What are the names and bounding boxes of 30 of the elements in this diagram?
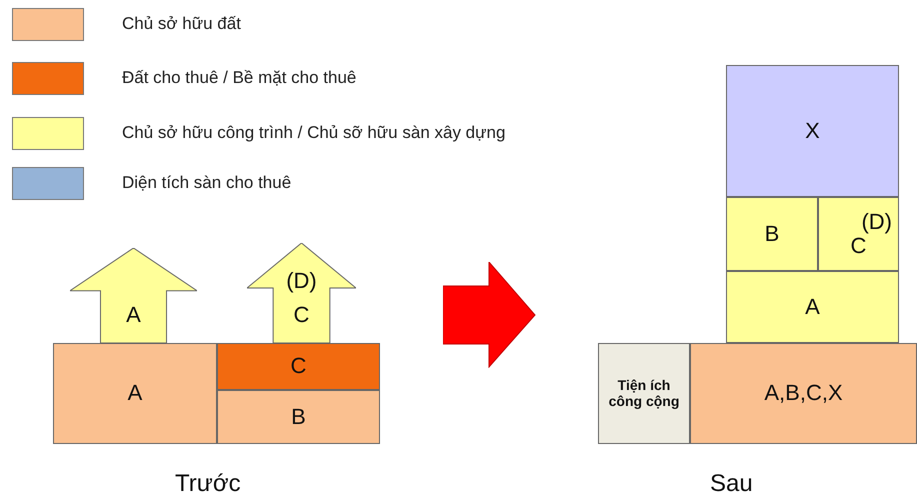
- block-label: (D): [286, 268, 317, 293]
- block-label: A,B,C,X: [764, 381, 843, 406]
- block: [818, 197, 899, 271]
- block: [726, 271, 899, 343]
- block: [217, 390, 380, 444]
- legend-label: Chủ sở hữu đất: [122, 14, 241, 34]
- block-label: C: [850, 234, 866, 258]
- legend-label: Diện tích sàn cho thuê: [122, 173, 292, 193]
- block: [726, 65, 899, 197]
- panel-caption: Sau: [710, 470, 753, 498]
- block-label: C: [294, 303, 310, 328]
- panel-caption: Trước: [175, 470, 241, 498]
- block-label: (D): [861, 210, 892, 234]
- block-label: B: [291, 404, 306, 430]
- block-label: C: [290, 354, 306, 379]
- house-arrow: [70, 248, 197, 343]
- block-label: A: [126, 303, 141, 328]
- block: [217, 343, 380, 390]
- block-label: Tiện ích công cộng: [608, 378, 680, 409]
- block-label: A: [128, 381, 142, 406]
- block: [598, 343, 690, 444]
- block-label: X: [805, 118, 820, 144]
- block: [726, 197, 818, 271]
- block-label: B: [764, 222, 780, 246]
- house-arrow: [247, 243, 356, 343]
- legend-label: Chủ sở hữu công trình / Chủ sỡ hữu sàn xây dựng: [122, 123, 506, 143]
- block: [53, 343, 217, 444]
- block-label: A: [805, 294, 820, 320]
- block: [690, 343, 917, 444]
- legend-label: Đất cho thuê / Bề mặt cho thuê: [122, 68, 356, 88]
